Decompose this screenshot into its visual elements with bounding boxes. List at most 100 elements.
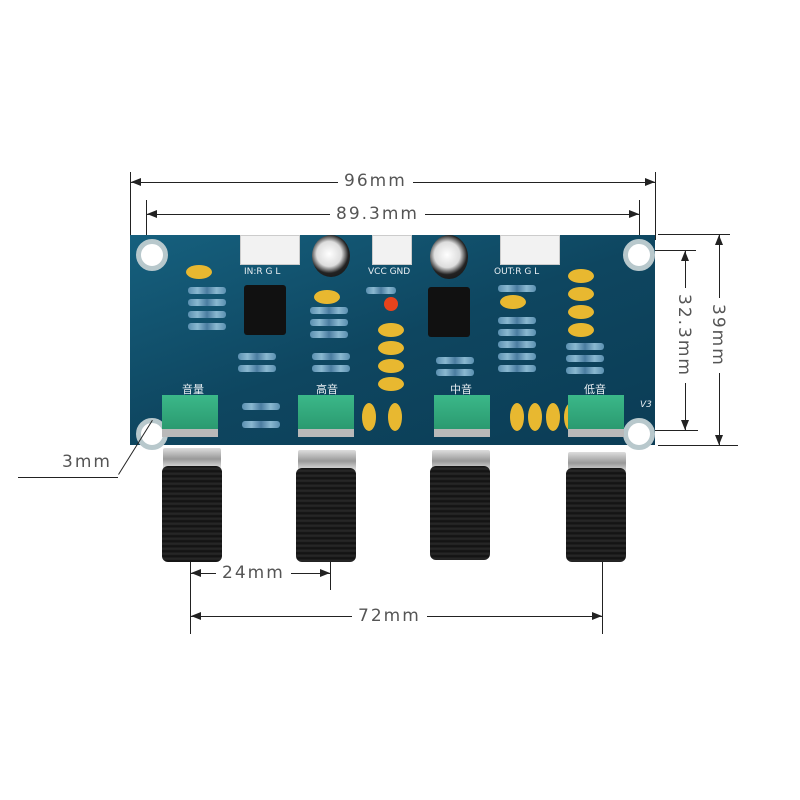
dim-323-arrow-top xyxy=(681,251,689,261)
dim-24-ext-right xyxy=(330,562,331,590)
ceramic-capacitor xyxy=(186,265,212,279)
dim-39-ext-top xyxy=(658,234,730,235)
ceramic-capacitor xyxy=(568,323,594,337)
power-led xyxy=(384,297,398,311)
resistor xyxy=(242,403,280,410)
ceramic-capacitor xyxy=(568,287,594,301)
mounting-hole-top-left xyxy=(136,239,168,271)
electrolytic-capacitor-1 xyxy=(312,235,350,277)
resistor xyxy=(498,341,536,348)
resistor xyxy=(366,287,396,294)
dim-893-arrow-left xyxy=(147,210,157,218)
dim-96-label: 96mm xyxy=(338,171,413,191)
resistor xyxy=(188,311,226,318)
dim-96-ext-left xyxy=(130,172,131,240)
resistor xyxy=(436,357,474,364)
resistor xyxy=(566,355,604,362)
resistor xyxy=(310,331,348,338)
dim-72-ext-right xyxy=(602,562,603,634)
ceramic-capacitor xyxy=(568,305,594,319)
mounting-hole-top-right xyxy=(623,239,655,271)
dim-3mm-leader-horizontal xyxy=(18,477,118,478)
dim-24-label: 24mm xyxy=(216,563,291,583)
ceramic-capacitor xyxy=(546,403,560,431)
ceramic-capacitor xyxy=(500,295,526,309)
knob-volume xyxy=(162,466,222,562)
pot-label-mid: 中音 xyxy=(450,383,472,396)
dim-72-arrow-right xyxy=(592,612,602,620)
knob-bass xyxy=(566,468,626,562)
resistor xyxy=(310,319,348,326)
dim-72-label: 72mm xyxy=(352,606,427,626)
pot-label-treble: 高音 xyxy=(316,383,338,396)
dim-323-ext-bottom xyxy=(640,430,698,431)
ceramic-capacitor xyxy=(528,403,542,431)
ceramic-capacitor xyxy=(388,403,402,431)
ceramic-capacitor xyxy=(378,359,404,373)
dim-72-arrow-left xyxy=(191,612,201,620)
silk-output-label: OUT:R G L xyxy=(494,267,540,277)
resistor xyxy=(498,365,536,372)
dim-893-ext-left xyxy=(146,200,147,248)
dim-893-label: 89.3mm xyxy=(330,204,425,224)
dim-96-ext-right xyxy=(655,172,656,240)
resistor xyxy=(498,285,536,292)
resistor xyxy=(566,367,604,374)
resistor xyxy=(188,323,226,330)
ceramic-capacitor xyxy=(314,290,340,304)
opamp-ic-2 xyxy=(428,287,470,337)
resistor xyxy=(498,329,536,336)
ceramic-capacitor xyxy=(378,323,404,337)
knob-treble xyxy=(296,468,356,562)
ceramic-capacitor xyxy=(568,269,594,283)
potentiometer-volume xyxy=(162,395,218,437)
dim-24-arrow-right xyxy=(320,569,330,577)
resistor xyxy=(498,353,536,360)
knob-mid xyxy=(430,466,490,560)
silk-input-label: IN:R G L xyxy=(244,267,281,277)
electrolytic-capacitor-2 xyxy=(430,235,468,279)
ceramic-capacitor xyxy=(378,377,404,391)
potentiometer-mid xyxy=(434,395,490,437)
pcb-board: IN:R G L VCC GND OUT:R G L V3 音量 xyxy=(130,235,655,450)
resistor xyxy=(498,317,536,324)
dim-96-arrow-right xyxy=(645,178,655,186)
pot-label-bass: 低音 xyxy=(584,383,606,396)
silk-power-label: VCC GND xyxy=(368,267,411,277)
dim-323-label: 32.3mm xyxy=(674,288,694,383)
knob-nut-volume xyxy=(163,448,221,470)
opamp-ic-1 xyxy=(244,285,286,335)
resistor xyxy=(566,343,604,350)
dim-24-arrow-left xyxy=(191,569,201,577)
dim-893-arrow-right xyxy=(629,210,639,218)
dim-39-arrow-top xyxy=(715,235,723,245)
resistor xyxy=(238,353,276,360)
dim-24-ext-left xyxy=(190,562,191,634)
input-connector xyxy=(240,235,300,265)
dim-893-ext-right xyxy=(639,200,640,248)
output-connector xyxy=(500,235,560,265)
knob-nut-treble xyxy=(298,450,356,472)
dim-96-arrow-left xyxy=(131,178,141,186)
ceramic-capacitor xyxy=(510,403,524,431)
resistor xyxy=(436,369,474,376)
potentiometer-bass xyxy=(568,395,624,437)
resistor xyxy=(242,421,280,428)
resistor xyxy=(312,353,350,360)
silk-version-label: V3 xyxy=(640,400,652,410)
mounting-hole-bottom-right xyxy=(623,418,655,450)
potentiometer-treble xyxy=(298,395,354,437)
dim-3mm-label: 3mm xyxy=(62,452,112,472)
dim-39-label: 39mm xyxy=(708,298,728,373)
pot-label-volume: 音量 xyxy=(182,383,204,396)
resistor xyxy=(238,365,276,372)
resistor xyxy=(310,307,348,314)
dim-323-arrow-bottom xyxy=(681,420,689,430)
resistor xyxy=(188,287,226,294)
dim-323-ext-top xyxy=(640,250,696,251)
power-connector xyxy=(372,235,412,265)
dim-39-arrow-bottom xyxy=(715,435,723,445)
ceramic-capacitor xyxy=(378,341,404,355)
resistor xyxy=(188,299,226,306)
ceramic-capacitor xyxy=(362,403,376,431)
